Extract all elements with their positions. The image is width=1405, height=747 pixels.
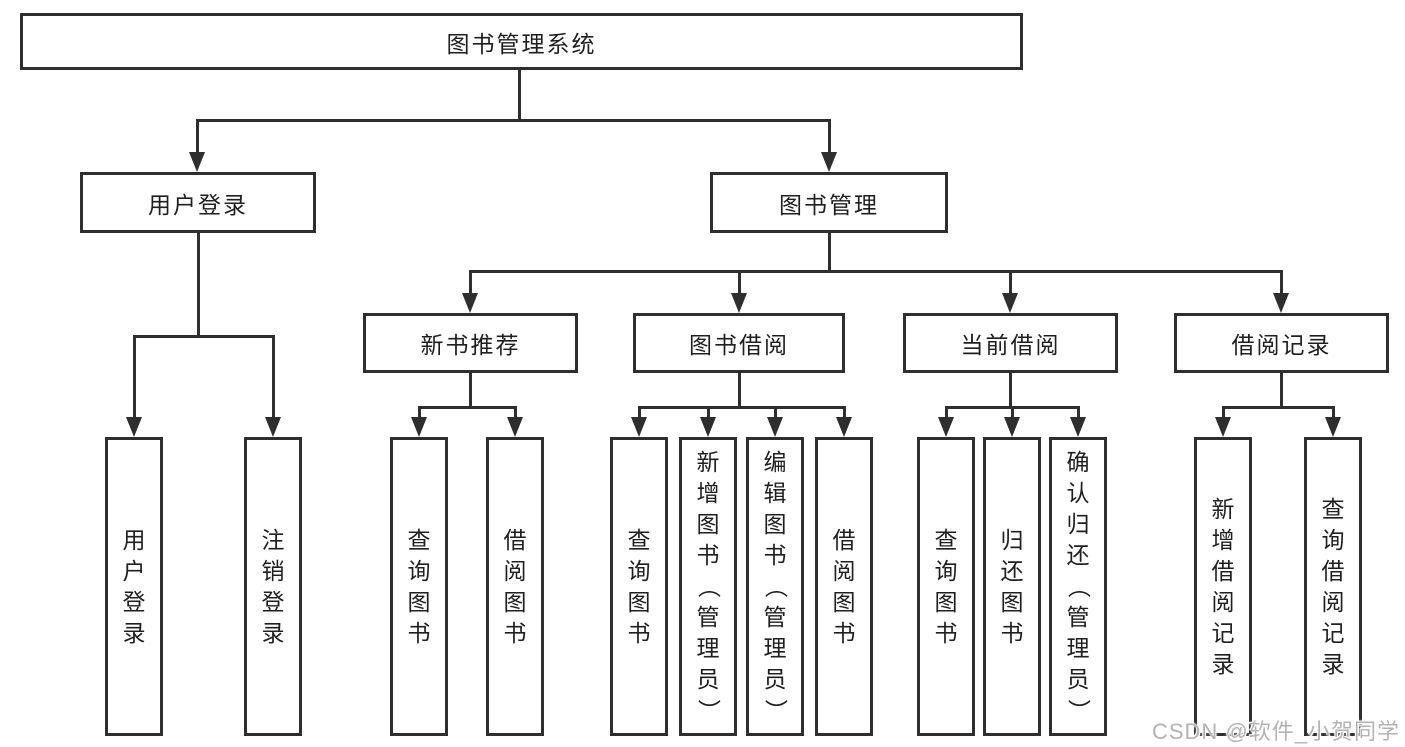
node-label: 用户登录	[122, 526, 146, 646]
connector-line	[638, 406, 846, 409]
arrow-down-icon	[631, 417, 647, 437]
leaf-recommend-borrow-books: 借阅图书	[486, 437, 544, 736]
connector-drop	[1280, 270, 1283, 295]
connector-drop	[1222, 406, 1225, 419]
connector-stem	[518, 68, 521, 121]
node-label: 新增图书（管理员）	[695, 449, 722, 722]
connector-line	[418, 406, 517, 409]
connector-drop	[418, 406, 421, 419]
connector-drop	[843, 406, 846, 419]
node-label: 编辑图书（管理员）	[762, 449, 789, 722]
node-book-borrowing: 图书借阅	[633, 313, 845, 373]
leaf-borrowing-query-books: 查询图书	[610, 437, 668, 736]
connector-drop	[1077, 406, 1080, 419]
connector-drop	[469, 270, 472, 295]
csdn-watermark: CSDN @软件_小贺同学	[1151, 719, 1400, 744]
leaf-borrowing-add-books-admin: 新增图书（管理员）	[679, 437, 737, 736]
arrow-down-icon	[1070, 417, 1086, 437]
node-label: 图书借阅	[689, 332, 789, 358]
connector-drop	[828, 119, 831, 154]
arrow-down-icon	[1325, 417, 1341, 437]
arrow-down-icon	[821, 152, 837, 172]
arrow-down-icon	[731, 293, 747, 313]
arrow-down-icon	[462, 293, 478, 313]
connector-line	[469, 270, 1282, 273]
connector-drop	[272, 335, 275, 419]
node-label: 确认归还（管理员）	[1065, 449, 1092, 722]
node-label: 借阅记录	[1231, 332, 1332, 358]
connector-drop	[638, 406, 641, 419]
node-label: 用户登录	[148, 191, 248, 218]
connector-stem	[738, 371, 741, 408]
leaf-current-query-books: 查询图书	[917, 437, 975, 736]
node-library-management-system: 图书管理系统	[20, 13, 1023, 70]
connector-stem	[197, 231, 200, 337]
connector-drop	[514, 406, 517, 419]
leaf-logout-login: 注销登录	[244, 437, 302, 736]
arrow-down-icon	[1002, 293, 1018, 313]
arrow-down-icon	[836, 417, 852, 437]
node-label: 借阅图书	[832, 526, 856, 646]
arrow-down-icon	[1004, 417, 1020, 437]
leaf-records-query-record: 查询借阅记录	[1304, 437, 1362, 736]
node-user-login: 用户登录	[80, 172, 316, 233]
node-label: 归还图书	[1000, 526, 1024, 646]
node-label: 查询借阅记录	[1321, 495, 1345, 677]
connector-line	[196, 119, 831, 122]
connector-drop	[945, 406, 948, 419]
leaf-records-add-record: 新增借阅记录	[1194, 437, 1252, 736]
node-label: 新增借阅记录	[1211, 495, 1235, 677]
connector-drop	[774, 406, 777, 419]
node-borrowing-records: 借阅记录	[1174, 313, 1389, 373]
connector-stem	[1280, 371, 1283, 408]
node-book-management: 图书管理	[710, 172, 948, 233]
arrow-down-icon	[767, 417, 783, 437]
leaf-current-return-books: 归还图书	[983, 437, 1041, 736]
arrow-down-icon	[126, 417, 142, 437]
arrow-down-icon	[507, 417, 523, 437]
arrow-down-icon	[700, 417, 716, 437]
arrow-down-icon	[1273, 293, 1289, 313]
connector-line	[1222, 406, 1334, 409]
leaf-borrowing-borrow-books: 借阅图书	[815, 437, 873, 736]
leaf-current-confirm-return-admin: 确认归还（管理员）	[1049, 437, 1107, 736]
leaf-user-login: 用户登录	[105, 437, 163, 736]
arrow-down-icon	[411, 417, 427, 437]
connector-drop	[1011, 406, 1014, 419]
node-current-borrowing: 当前借阅	[903, 313, 1118, 373]
node-label: 新书推荐	[420, 332, 521, 358]
node-label: 借阅图书	[503, 526, 527, 646]
leaf-borrowing-edit-books-admin: 编辑图书（管理员）	[746, 437, 804, 736]
node-label: 图书管理	[779, 191, 879, 218]
node-label: 查询图书	[407, 526, 431, 646]
connector-drop	[1009, 270, 1012, 295]
node-label: 图书管理系统	[446, 30, 597, 57]
arrow-down-icon	[1215, 417, 1231, 437]
node-new-book-recommend: 新书推荐	[363, 313, 578, 373]
connector-stem	[1009, 371, 1012, 408]
connector-line	[133, 335, 275, 338]
node-label: 注销登录	[261, 526, 285, 646]
connector-drop	[707, 406, 710, 419]
node-label: 当前借阅	[960, 332, 1061, 358]
node-label: 查询图书	[934, 526, 958, 646]
connector-stem	[469, 371, 472, 408]
connector-drop	[133, 335, 136, 419]
node-label: 查询图书	[627, 526, 651, 646]
connector-stem	[828, 231, 831, 272]
arrow-down-icon	[938, 417, 954, 437]
connector-drop	[738, 270, 741, 295]
connector-drop	[196, 119, 199, 154]
arrow-down-icon	[265, 417, 281, 437]
leaf-recommend-query-books: 查询图书	[390, 437, 448, 736]
connector-drop	[1332, 406, 1335, 419]
arrow-down-icon	[189, 152, 205, 172]
